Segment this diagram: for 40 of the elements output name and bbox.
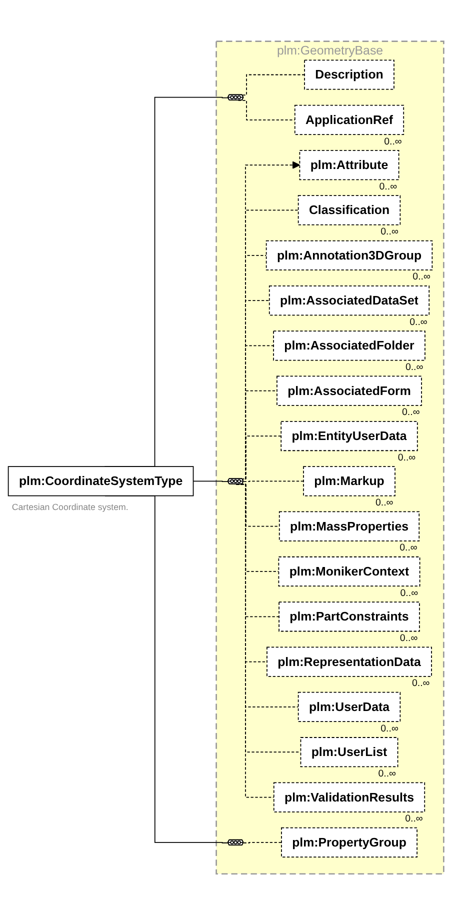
multiplicity-label: 0..∞	[380, 226, 398, 238]
multiplicity-label: 0..∞	[398, 452, 416, 464]
description-text: Cartesian Coordinate system.	[12, 502, 128, 512]
multiplicity-label: 0..∞	[402, 408, 420, 419]
node-box: plm:PropertyGroup	[281, 828, 418, 858]
multiplicity-label: 0..∞	[376, 498, 394, 509]
multiplicity-label: 0..∞	[379, 182, 398, 193]
multiplicity-label: 0..∞	[412, 678, 430, 690]
node-box: plm:PartConstraints	[278, 602, 420, 632]
node-box: plm:AssociatedForm	[276, 376, 422, 406]
multiplicity-label: 0..∞	[405, 362, 424, 374]
node-box: plm:MassProperties	[278, 512, 420, 542]
multiplicity-label: 0..∞	[384, 136, 402, 148]
connector	[238, 100, 296, 121]
connector	[192, 481, 229, 482]
multiplicity-label: 0..∞	[400, 588, 418, 600]
multiplicity-label: 0..∞	[378, 768, 396, 780]
node-box: plm:MonikerContext	[278, 556, 420, 587]
node-box: plm:Attribute	[299, 150, 400, 181]
multiplicity-label: 0..∞	[380, 724, 398, 735]
node-box: plm:Markup	[303, 466, 396, 497]
node-box: Classification	[298, 196, 401, 226]
node-box: plm:UserData	[298, 692, 401, 722]
connector	[243, 481, 304, 482]
node-box: plm:UserList	[300, 737, 398, 768]
node-box: plm:RepresentationData	[266, 647, 432, 678]
node-box: plm:CoordinateSystemType	[8, 466, 194, 497]
multiplicity-label: 0..∞	[410, 317, 428, 328]
node-box: Description	[304, 60, 394, 90]
node-box: plm:EntityUserData	[280, 421, 418, 452]
multiplicity-label: 0..∞	[412, 272, 430, 284]
node-box: plm:AssociatedFolder	[273, 331, 426, 362]
multiplicity-label: 0..∞	[400, 543, 418, 554]
node-box: plm:Annotation3DGroup	[266, 240, 433, 271]
node-box: ApplicationRef	[294, 105, 404, 136]
connector	[243, 842, 282, 844]
multiplicity-label: 0..∞	[405, 814, 423, 826]
node-box: plm:ValidationResults	[273, 782, 426, 813]
multiplicity-label: 0..∞	[400, 633, 418, 644]
node-box: plm:AssociatedDataSet	[268, 286, 430, 316]
